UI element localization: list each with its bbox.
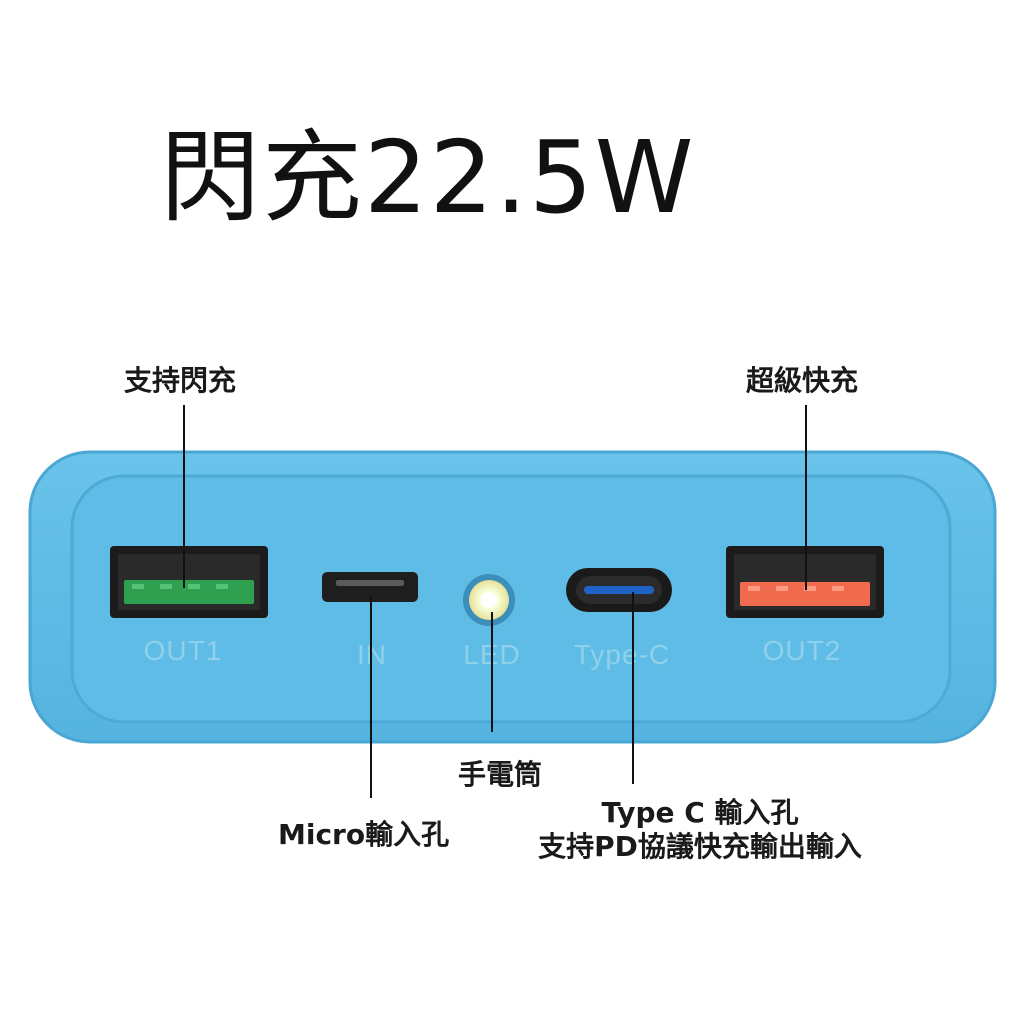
usb-a-tongue-green: [124, 580, 254, 604]
port-label-out2: OUT2: [763, 635, 842, 666]
headline: 閃充22.5W: [160, 119, 696, 236]
callout-out2: 超級快充: [746, 364, 859, 397]
led-light: [463, 574, 515, 626]
port-label-typec: Type-C: [574, 639, 670, 670]
callout-micro: Micro輸入孔: [278, 818, 450, 851]
callout-flashlight: 手電筒: [458, 758, 543, 791]
callout-typec-line2: 支持PD協議快充輸出輸入: [538, 829, 862, 863]
callout-typec: Type C 輸入孔 支持PD協議快充輸出輸入: [500, 796, 900, 863]
callout-typec-line1: Type C 輸入孔: [601, 796, 799, 829]
usb-c-port: [566, 568, 672, 612]
usb-c-tongue-blue: [584, 586, 654, 594]
callout-out1: 支持閃充: [124, 364, 237, 397]
port-label-out1: OUT1: [144, 635, 223, 666]
usb-a-port-out1: [110, 546, 268, 618]
micro-usb-port: [322, 572, 418, 602]
